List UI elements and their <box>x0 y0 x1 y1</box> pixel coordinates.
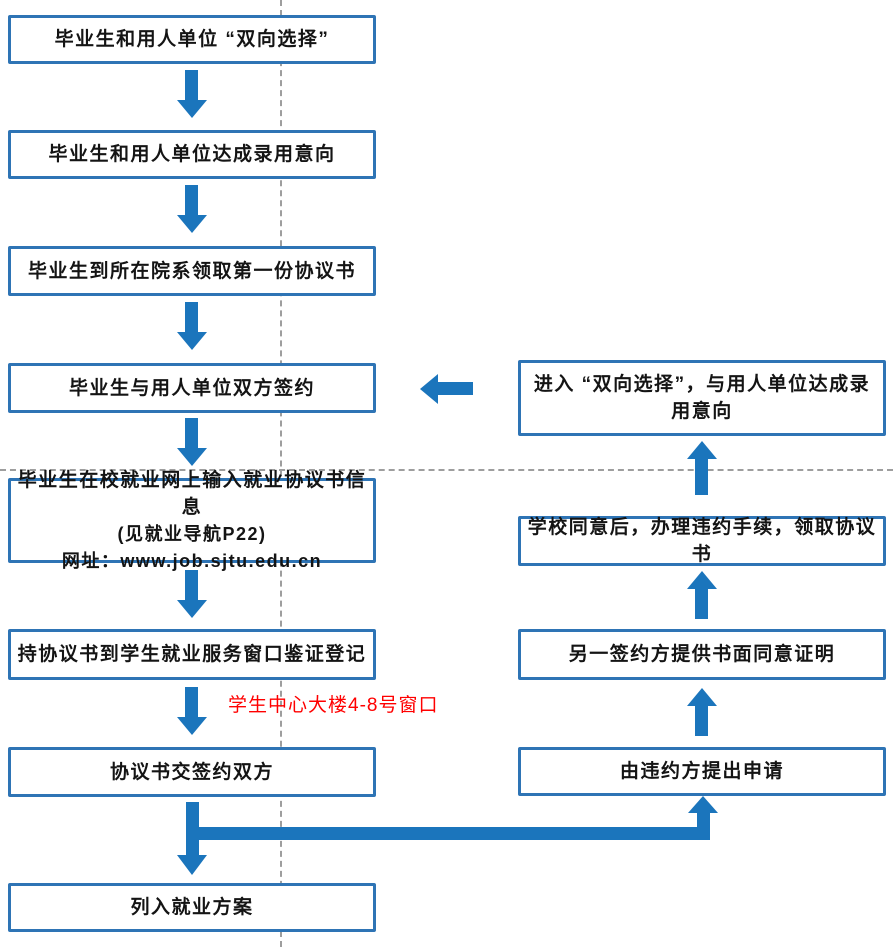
up-arrow-icon <box>687 441 717 495</box>
step-box-employment-plan: 列入就业方案 <box>8 883 376 932</box>
step-box-reenter-selection: 进入 “双向选择”，与用人单位达成录用意向 <box>518 360 886 436</box>
step-box-mutual-selection: 毕业生和用人单位 “双向选择” <box>8 15 376 64</box>
enter-info-line2: (见就业导航P22) <box>117 523 267 544</box>
elbow-connector-horizontal <box>186 827 710 840</box>
down-arrow-icon <box>177 418 207 466</box>
down-arrow-icon <box>177 70 207 118</box>
up-arrow-icon <box>687 571 717 619</box>
step-box-breach-application: 由违约方提出申请 <box>518 747 886 796</box>
up-arrow-icon <box>687 688 717 736</box>
step-box-school-approval: 学校同意后，办理违约手续，领取协议书 <box>518 516 886 566</box>
step-box-sign-agreement: 毕业生与用人单位双方签约 <box>8 363 376 413</box>
step-box-verify-register: 持协议书到学生就业服务窗口鉴证登记 <box>8 629 376 680</box>
service-window-note: 学生中心大楼4-8号窗口 <box>228 695 439 716</box>
step-box-hiring-intention: 毕业生和用人单位达成录用意向 <box>8 130 376 179</box>
down-arrow-icon <box>177 570 207 618</box>
step-box-enter-info-online: 毕业生在校就业网上输入就业协议书信息 (见就业导航P22) 网址：www.job… <box>8 470 376 571</box>
elbow-connector-riser <box>697 812 710 840</box>
left-arrow-icon <box>420 374 473 404</box>
down-arrow-icon <box>177 185 207 233</box>
horizontal-dashed-divider <box>0 469 893 471</box>
down-arrow-icon <box>177 302 207 350</box>
down-arrow-icon <box>177 687 207 735</box>
enter-info-url: 网址：www.job.sjtu.edu.cn <box>61 550 323 571</box>
step-box-get-first-agreement: 毕业生到所在院系领取第一份协议书 <box>8 246 376 296</box>
up-arrow-icon <box>688 796 718 813</box>
step-box-deliver-agreement: 协议书交签约双方 <box>8 747 376 797</box>
vertical-dashed-divider <box>280 0 282 947</box>
step-box-written-consent: 另一签约方提供书面同意证明 <box>518 629 886 680</box>
enter-info-line1: 毕业生在校就业网上输入就业协议书信息 <box>17 469 367 518</box>
down-arrow-icon <box>177 855 207 875</box>
